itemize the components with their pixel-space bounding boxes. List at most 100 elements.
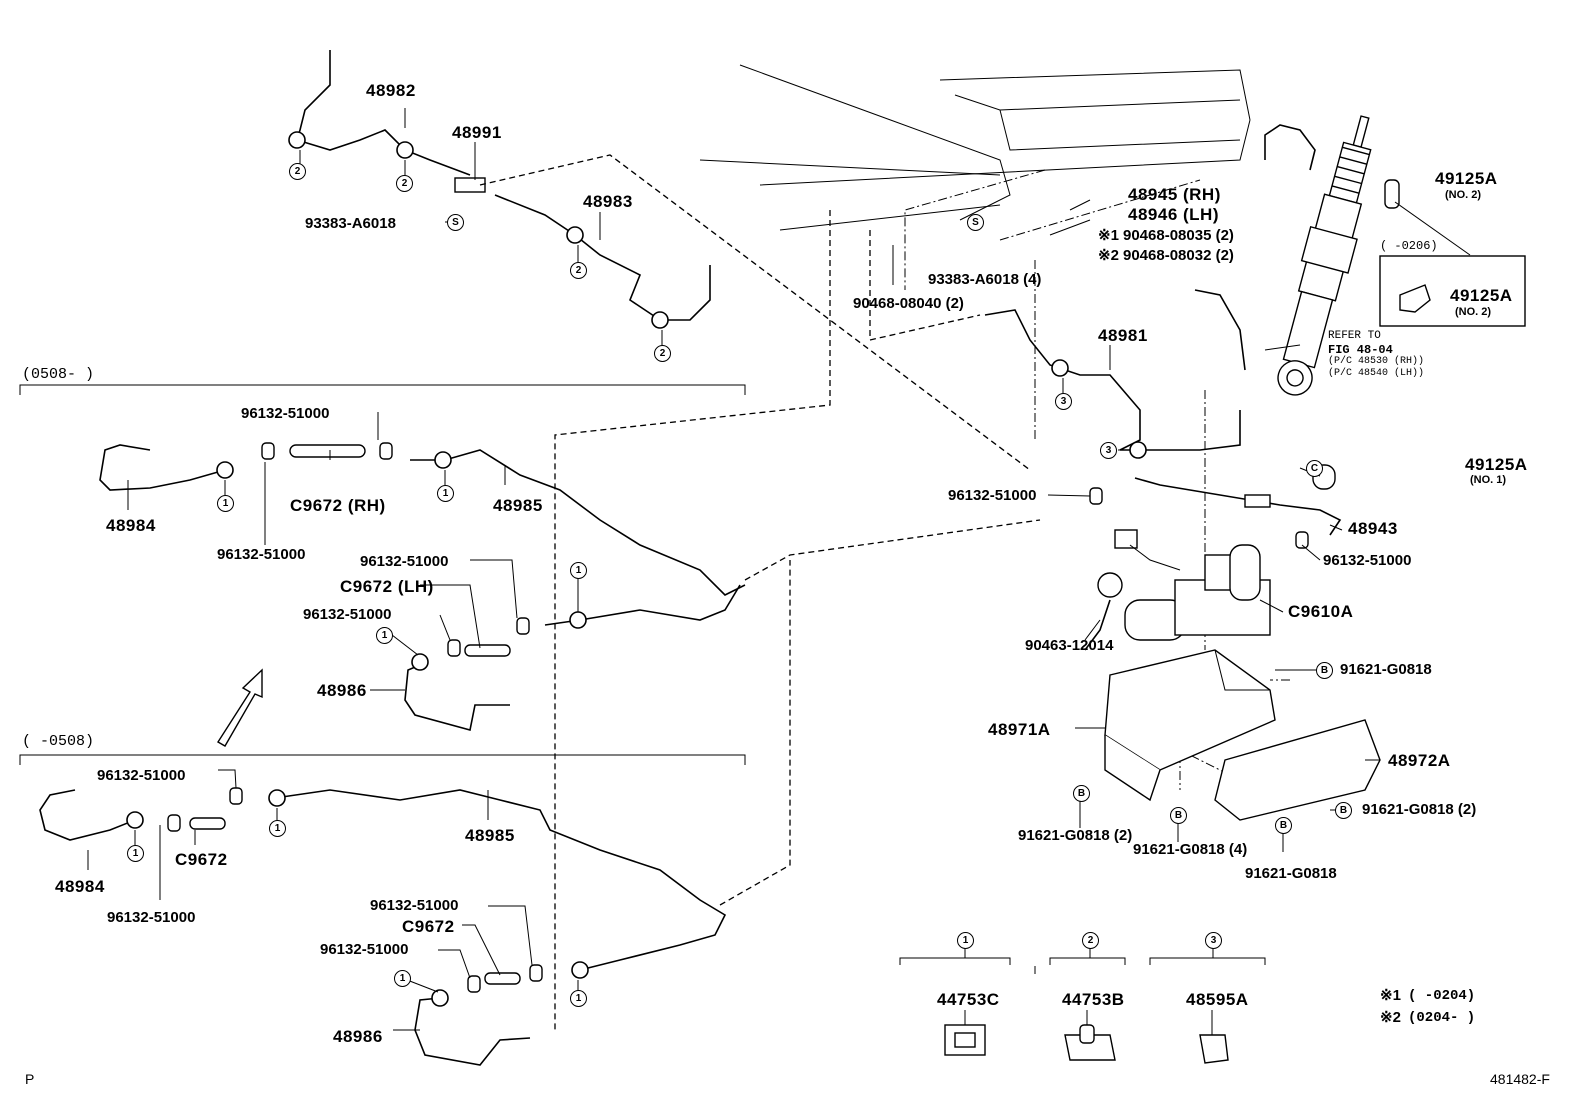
label-93383-A6018-4: 93383-A6018 (4) (928, 271, 1042, 288)
bracket-49125A-no2 (1384, 179, 1400, 209)
direction-arrow (217, 668, 263, 747)
marker-b: B (1316, 662, 1333, 679)
joint-node (651, 311, 669, 329)
label-48985: 48985 (493, 496, 543, 515)
hose-top (1264, 124, 1316, 171)
compressor-C9610A (1084, 529, 1271, 651)
legend-marker-2: 2 (1082, 932, 1099, 949)
marker-1: 1 (437, 485, 454, 502)
label-48985: 48985 (465, 826, 515, 845)
label-96132-51000: 96132-51000 (948, 487, 1037, 504)
joint-node (569, 611, 587, 629)
marker-1: 1 (376, 627, 393, 644)
legend-marker-3: 3 (1205, 932, 1222, 949)
label-96132-51000: 96132-51000 (303, 606, 392, 623)
marker-1: 1 (217, 495, 234, 512)
label-90468-08032: 90468-08032 (2) (1123, 247, 1234, 264)
marker-b: B (1335, 802, 1352, 819)
page-mark: P (25, 1071, 35, 1087)
label-C9672: C9672 (175, 850, 228, 869)
marker-2: 2 (396, 175, 413, 192)
joint-node (1129, 441, 1147, 459)
marker-s: S (447, 214, 464, 231)
marker-3: 3 (1100, 442, 1117, 459)
note2-text: (0204- ) (1408, 1010, 1476, 1026)
refer-line-3: (P/C 48530 (RH)) (1328, 356, 1425, 367)
label-48981: 48981 (1098, 326, 1148, 345)
hose-C9672-LH (464, 644, 511, 657)
marker-2: 2 (654, 345, 671, 362)
hose-clip (1244, 494, 1271, 508)
pipe-48981 (984, 309, 1241, 451)
clamp-44753C (944, 1010, 986, 1056)
joint-node (411, 653, 429, 671)
dashed-connector (744, 519, 1041, 581)
label-96132-51000: 96132-51000 (107, 909, 196, 926)
leader (1394, 201, 1471, 256)
label-48984: 48984 (55, 877, 105, 896)
joint-node (288, 131, 306, 149)
label-no2: (NO. 2) (1445, 189, 1482, 201)
note1-text: ( -0204) (1408, 988, 1476, 1004)
marker-1: 1 (570, 562, 587, 579)
label-48946-lh: 48946 (LH) (1128, 205, 1219, 224)
marker-2: 2 (570, 262, 587, 279)
pipe-48983 (494, 194, 711, 321)
dashed-connector (479, 154, 1031, 471)
marker-b: B (1073, 785, 1090, 802)
lower-pipe-48984 (39, 789, 136, 841)
clamp-48991 (454, 177, 486, 193)
label-no1: (NO. 1) (1470, 474, 1507, 486)
legend-marker-1: 1 (957, 932, 974, 949)
marker-s: S (967, 214, 984, 231)
note1-mark: ※1 (1380, 987, 1401, 1004)
refer-line-2: FIG 48-04 (1328, 343, 1393, 357)
inset-box (1379, 255, 1526, 327)
marker-1: 1 (269, 820, 286, 837)
label-90463-12014: 90463-12014 (1025, 637, 1114, 654)
refer-line-1: REFER TO (1328, 330, 1381, 342)
upper-pipe-48985 (410, 449, 746, 596)
marker-1: 1 (394, 970, 411, 987)
hose (1194, 289, 1246, 371)
label-48982: 48982 (366, 81, 416, 100)
label-48945-rh: 48945 (RH) (1128, 185, 1221, 204)
label-49125A-inset: 49125A (1450, 286, 1513, 305)
vehicle-body-outline (699, 64, 1251, 231)
bracket-48972A (1214, 719, 1381, 821)
upper-pipe-48984 (99, 444, 226, 491)
label-90468-08035: 90468-08035 (2) (1123, 227, 1234, 244)
label-48971A: 48971A (988, 720, 1051, 739)
legend-44753B: 44753B (1062, 990, 1125, 1009)
label-96132-51000: 96132-51000 (320, 941, 409, 958)
label-91621-G0818-4: 91621-G0818 (4) (1133, 841, 1248, 858)
marker-b: B (1170, 807, 1187, 824)
dashed-connector (869, 230, 981, 341)
upper-pipe-48986 (404, 584, 741, 731)
label-96132-51000: 96132-51000 (1323, 552, 1412, 569)
label-96132-51000: 96132-51000 (370, 897, 459, 914)
marker-1: 1 (570, 990, 587, 1007)
lower-section-bracket (19, 754, 746, 765)
label-date-0206: ( -0206) (1380, 239, 1438, 253)
hose-clamps (167, 442, 1309, 993)
label-91621-G0818-2: 91621-G0818 (2) (1362, 801, 1477, 818)
label-93383-A6018: 93383-A6018 (305, 215, 396, 232)
label-96132-51000: 96132-51000 (217, 546, 306, 563)
hose-C9672-lower (484, 972, 521, 985)
lower-pipe-48985 (274, 789, 727, 971)
label-90468-08040: 90468-08040 (2) (853, 295, 964, 312)
label-48986: 48986 (333, 1027, 383, 1046)
leader-lines (87, 108, 1380, 1031)
clamp-48595A (1199, 1010, 1229, 1064)
refer-line-4: (P/C 48540 (LH)) (1328, 368, 1425, 379)
bracket-49125A-inset (1399, 284, 1431, 313)
label-49125A-no2: 49125A (1435, 169, 1498, 188)
dashed-connector (554, 210, 831, 1030)
label-96132-51000: 96132-51000 (97, 767, 186, 784)
label-91621-G0818: 91621-G0818 (1340, 661, 1432, 678)
joint-node (571, 961, 589, 979)
label-C9672: C9672 (402, 917, 455, 936)
